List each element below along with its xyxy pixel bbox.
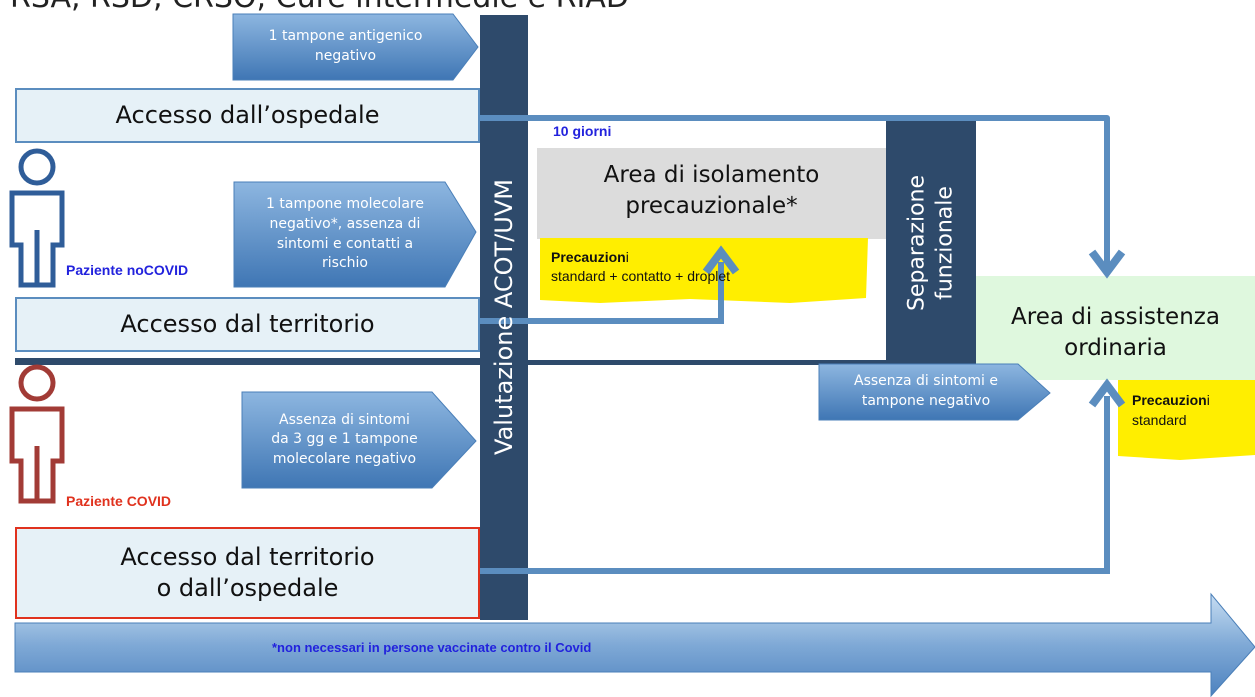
arrowhead-territory xyxy=(702,245,740,275)
isolation-box xyxy=(537,148,886,239)
ordinary-title: Area di assistenza ordinaria xyxy=(1011,304,1220,362)
isolation-precautions: Precauzioni standard + contatto + drople… xyxy=(551,249,731,284)
separazione-label: Separazione funzionale xyxy=(904,174,958,312)
access-hospital-label: Accesso dall’ospedale xyxy=(115,100,380,129)
ordinary-precautions: Precauzioni standard xyxy=(1132,392,1210,428)
ordinary-box xyxy=(976,276,1255,380)
patient-nocovid-icon xyxy=(9,148,65,288)
antigen-text: 1 tampone antigenico negativo xyxy=(268,28,423,64)
access-covid-box: Accesso dal territorio o dall’ospedale xyxy=(15,527,480,619)
access-hospital-box: Accesso dall’ospedale xyxy=(15,88,480,143)
isolation-title: Area di isolamento precauzionale* xyxy=(603,162,820,220)
arrowhead-hospital xyxy=(1088,249,1126,279)
covid-criteria-text: Assenza di sintomi da 3 gg e 1 tampone m… xyxy=(271,411,418,467)
access-covid-label-2: o dall’ospedale xyxy=(156,574,339,602)
patient-nocovid-label: Paziente noCOVID xyxy=(66,262,189,278)
arrowhead-covid xyxy=(1088,378,1126,408)
patient-covid-icon xyxy=(9,364,65,504)
flow-covid-to-ordinary xyxy=(480,396,1110,574)
recovery-text: Assenza di sintomi e tampone negativo xyxy=(854,373,998,409)
footer-note: *non necessari in persone vaccinate cont… xyxy=(272,640,592,655)
page-header: RSA, RSD, CRSO, Cure intermedie e RIAD xyxy=(10,0,629,15)
separation-bar xyxy=(886,118,976,364)
access-covid-label-1: Accesso dal territorio xyxy=(120,542,375,571)
arrow-covid-criteria xyxy=(241,391,477,489)
ordinary-precautions-highlight xyxy=(1118,380,1255,460)
patient-covid-label: Paziente COVID xyxy=(66,493,172,509)
flow-hospital-to-ordinary xyxy=(480,115,1110,270)
arrow-molecular xyxy=(233,181,477,288)
valutazione-label: Valutazione ACOT/UVM xyxy=(490,179,518,455)
access-territory-label: Accesso dal territorio xyxy=(120,309,375,338)
arrow-recovery xyxy=(818,363,1051,421)
flow-territory-to-isolation xyxy=(480,262,724,324)
isolation-days: 10 giorni xyxy=(553,123,612,139)
bottom-arrow xyxy=(14,592,1255,697)
molecular-text: 1 tampone molecolare negativo*, assenza … xyxy=(266,196,424,272)
arrow-antigen xyxy=(232,13,479,81)
access-territory-box: Accesso dal territorio xyxy=(15,297,480,352)
